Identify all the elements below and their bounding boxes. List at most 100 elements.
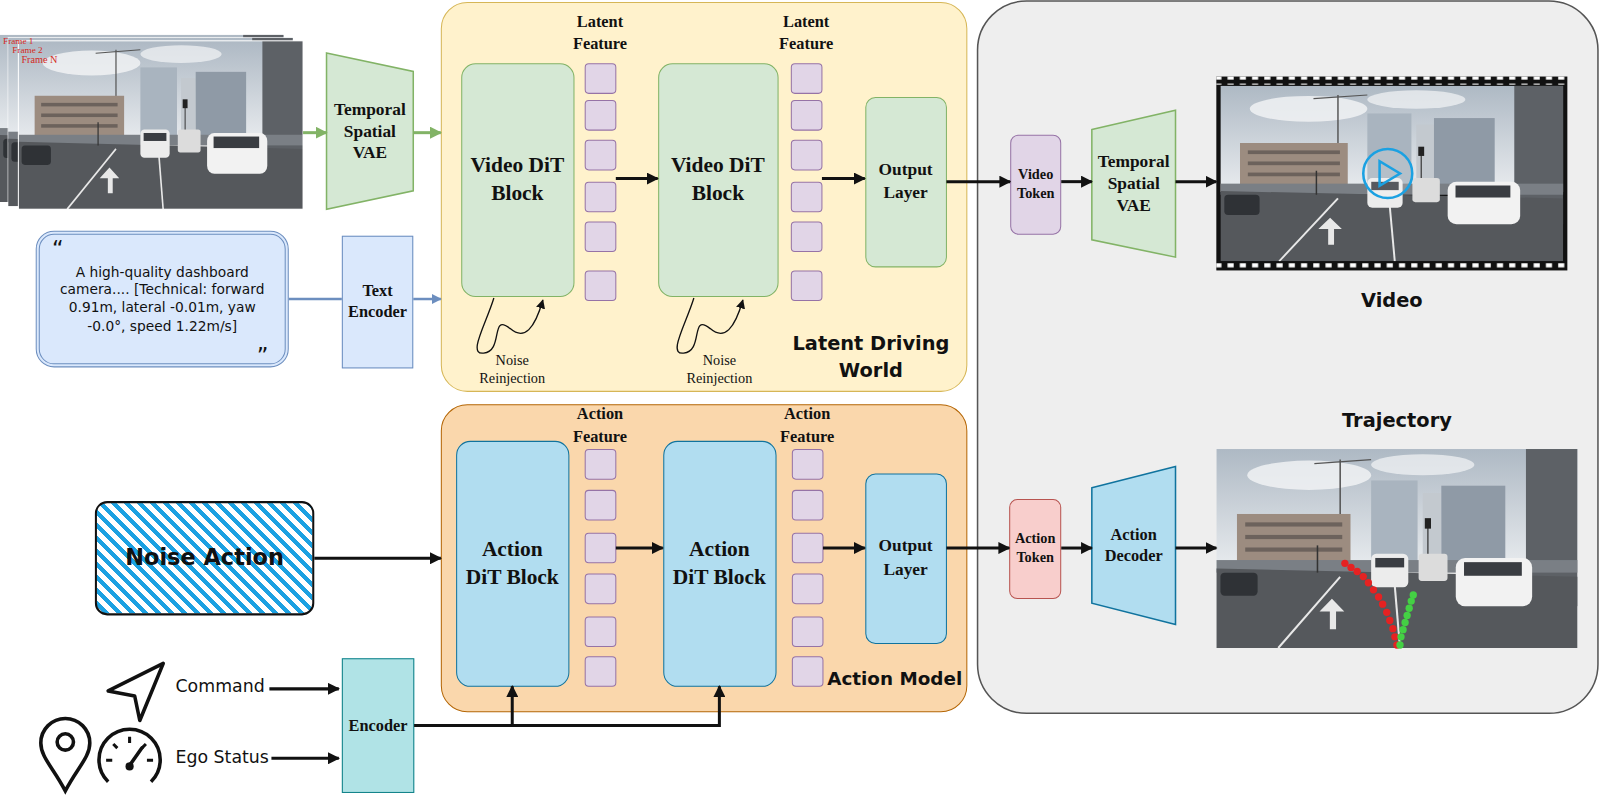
film-perforation xyxy=(1216,77,1567,85)
connector-arrow xyxy=(413,298,441,301)
trapezoid-shape xyxy=(1092,466,1176,624)
action-dit-block: Action DiT Block xyxy=(663,440,776,686)
node-label: Action Decoder xyxy=(1095,524,1173,566)
node-label: Output Layer xyxy=(866,535,946,582)
connector-arrow xyxy=(414,686,512,725)
panel-heading: Video xyxy=(1216,289,1567,311)
node-label: Action Token xyxy=(1010,530,1060,569)
latent-feature-column: Latent Feature xyxy=(584,63,616,301)
vae-encoder: Temporal Spatial VAE xyxy=(327,53,414,209)
node-label: Output Layer xyxy=(866,158,946,205)
connector-arrow xyxy=(1061,180,1092,183)
video-output: Video xyxy=(1216,77,1567,271)
connector-arrow xyxy=(414,686,719,725)
node-label: Video Token xyxy=(1011,165,1060,204)
trapezoid-shape xyxy=(1092,110,1176,257)
ground-truth-trajectory xyxy=(1396,591,1417,648)
feature-square xyxy=(584,489,616,520)
connector-arrow xyxy=(823,547,865,550)
location-icon xyxy=(41,718,90,790)
trajectory-image xyxy=(1216,449,1577,648)
node-label: Temporal Spatial VAE xyxy=(1095,151,1173,216)
trapezoid-outline xyxy=(1092,466,1176,624)
trapezoid-shape xyxy=(327,53,414,209)
action-token: Action Token xyxy=(1009,499,1061,599)
feature-square xyxy=(584,270,616,301)
connector-arrow xyxy=(303,131,326,134)
node-label: Text Encoder xyxy=(343,281,412,323)
ego-wire xyxy=(271,757,338,760)
command-label: Command xyxy=(176,676,273,697)
column-heading: Action Feature xyxy=(761,403,854,449)
feature-square xyxy=(584,532,616,563)
feature-square xyxy=(584,63,616,94)
video-token: Video Token xyxy=(1010,135,1061,235)
node-label: Temporal Spatial VAE xyxy=(330,99,411,164)
film-strip xyxy=(1216,77,1567,271)
predicted-trajectory xyxy=(1341,560,1400,649)
band-title: Latent Driving World xyxy=(787,331,955,383)
feature-square xyxy=(584,449,616,480)
noise-reinjection-label: Noise Reinjection xyxy=(673,353,765,387)
latent-world-band: Latent Driving World Video DiT Block Laten… xyxy=(441,2,968,392)
action-dit-block: Action DiT Block xyxy=(456,440,569,686)
feature-square xyxy=(584,100,616,131)
video-image xyxy=(1220,86,1563,262)
output-layer: Output Layer xyxy=(865,96,947,266)
connector-arrow xyxy=(413,131,441,134)
node-label: Action DiT Block xyxy=(463,535,562,591)
connector-arrow xyxy=(314,557,441,560)
feature-square xyxy=(584,139,616,170)
noise-action: Noise Action xyxy=(95,501,314,615)
feature-square xyxy=(791,449,823,480)
noise-loop-arrow xyxy=(677,298,743,353)
connector-arrow xyxy=(1176,547,1217,550)
prompt-text: A high-quality dashboard camera.... [Tec… xyxy=(40,263,285,335)
frame-image xyxy=(18,41,303,209)
action-feature-column: Action Feature xyxy=(791,449,823,687)
panel-heading: Trajectory xyxy=(1216,408,1577,430)
speed-needle xyxy=(126,762,134,770)
column-heading: Latent Feature xyxy=(760,10,853,56)
vae-decoder: Temporal Spatial VAE xyxy=(1092,110,1176,257)
play-button xyxy=(1380,161,1400,185)
output-panel xyxy=(978,1,1598,713)
connector-arrow xyxy=(616,547,663,550)
feature-square xyxy=(790,221,822,252)
connector-arrow xyxy=(616,177,658,180)
feature-square xyxy=(790,63,822,94)
feature-square xyxy=(791,616,823,647)
output-layer: Output Layer xyxy=(865,473,947,643)
noise-reinjection-label: Noise Reinjection xyxy=(466,353,558,387)
noise-loop xyxy=(677,298,743,353)
feature-square xyxy=(790,139,822,170)
feature-square xyxy=(584,181,616,212)
prompt-text: “ xyxy=(52,237,64,263)
connector-arrow xyxy=(1061,547,1092,550)
action-feature-column: Action Feature xyxy=(584,449,616,687)
feature-square xyxy=(791,532,823,563)
connector-arrow xyxy=(946,180,1010,183)
column-heading: Action Feature xyxy=(554,403,647,449)
feature-square xyxy=(584,221,616,252)
connector-arrow xyxy=(822,177,865,180)
node-label: Video DiT Block xyxy=(667,152,769,208)
node-label: Video DiT Block xyxy=(468,152,567,208)
location-icon xyxy=(57,734,73,750)
band-title: Action Model xyxy=(827,667,962,688)
connector-arrow xyxy=(1176,180,1217,183)
speed-icon xyxy=(99,729,160,781)
frame-edge xyxy=(18,41,303,209)
feature-square xyxy=(790,270,822,301)
command-wire xyxy=(269,687,338,690)
feature-square xyxy=(791,656,823,687)
connector-arrow xyxy=(946,547,1009,550)
ego-encoder: Encoder xyxy=(342,658,414,793)
latent-feature-column: Latent Feature xyxy=(790,63,822,301)
feature-square xyxy=(790,181,822,212)
node-label: Encoder xyxy=(349,715,408,736)
prompt-box: “A high-quality dashboard camera.... [Te… xyxy=(36,231,289,368)
trajectory-output: Trajectory xyxy=(1216,449,1577,648)
feature-square xyxy=(790,100,822,131)
input-frames: Frame 1Frame 2Frame N xyxy=(0,35,303,210)
